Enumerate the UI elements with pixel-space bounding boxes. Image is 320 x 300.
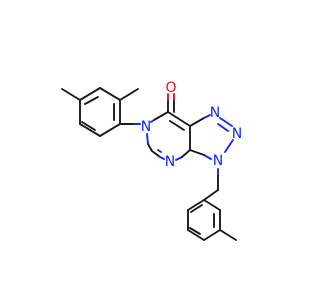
- bond-methyl: [219, 229, 237, 241]
- bond: [150, 119, 155, 123]
- bond: [153, 111, 169, 121]
- bond: [203, 114, 211, 119]
- nitrogen-atom-n2: N: [232, 126, 242, 142]
- nitrogen-atom-n3: N: [213, 153, 223, 169]
- nitrogen-atom-n4: N: [165, 154, 175, 170]
- structure-svg: O N N N N N: [61, 80, 242, 241]
- bond: [169, 120, 185, 131]
- bond: [79, 87, 101, 101]
- pyrimidinone-ring: [146, 93, 191, 161]
- oxygen-atom: O: [165, 80, 176, 96]
- bond: [203, 199, 221, 211]
- bond: [146, 133, 149, 145]
- bond: [189, 227, 201, 235]
- bond-methyl: [119, 88, 139, 101]
- bond: [203, 154, 212, 160]
- bond: [175, 156, 183, 161]
- nitrogen-atom-n1: N: [210, 105, 220, 121]
- bond: [99, 87, 121, 101]
- bond: [79, 123, 101, 137]
- nitrogen-atom-n6: N: [141, 119, 151, 135]
- bond: [99, 123, 121, 137]
- bond: [157, 149, 162, 153]
- bond: [167, 111, 191, 127]
- bond-methyl: [61, 88, 81, 101]
- bond: [189, 117, 205, 127]
- molecule-diagram: O N N N N N: [61, 80, 242, 241]
- bond: [217, 123, 229, 132]
- bond: [84, 96, 99, 105]
- bond: [190, 204, 203, 213]
- bond: [187, 229, 205, 241]
- bond: [189, 149, 205, 156]
- bond: [147, 143, 153, 152]
- dimethylphenyl-ring: [61, 87, 139, 137]
- bond: [219, 117, 233, 127]
- bond: [181, 149, 191, 158]
- tolyl-ring: [187, 199, 237, 241]
- bond: [81, 121, 96, 131]
- bond: [203, 229, 221, 241]
- bond: [224, 139, 234, 153]
- bond: [159, 156, 165, 160]
- bond: [151, 150, 161, 158]
- triazole-ring: [189, 114, 234, 160]
- bond: [187, 199, 205, 211]
- bond-ch2-aryl: [203, 189, 219, 201]
